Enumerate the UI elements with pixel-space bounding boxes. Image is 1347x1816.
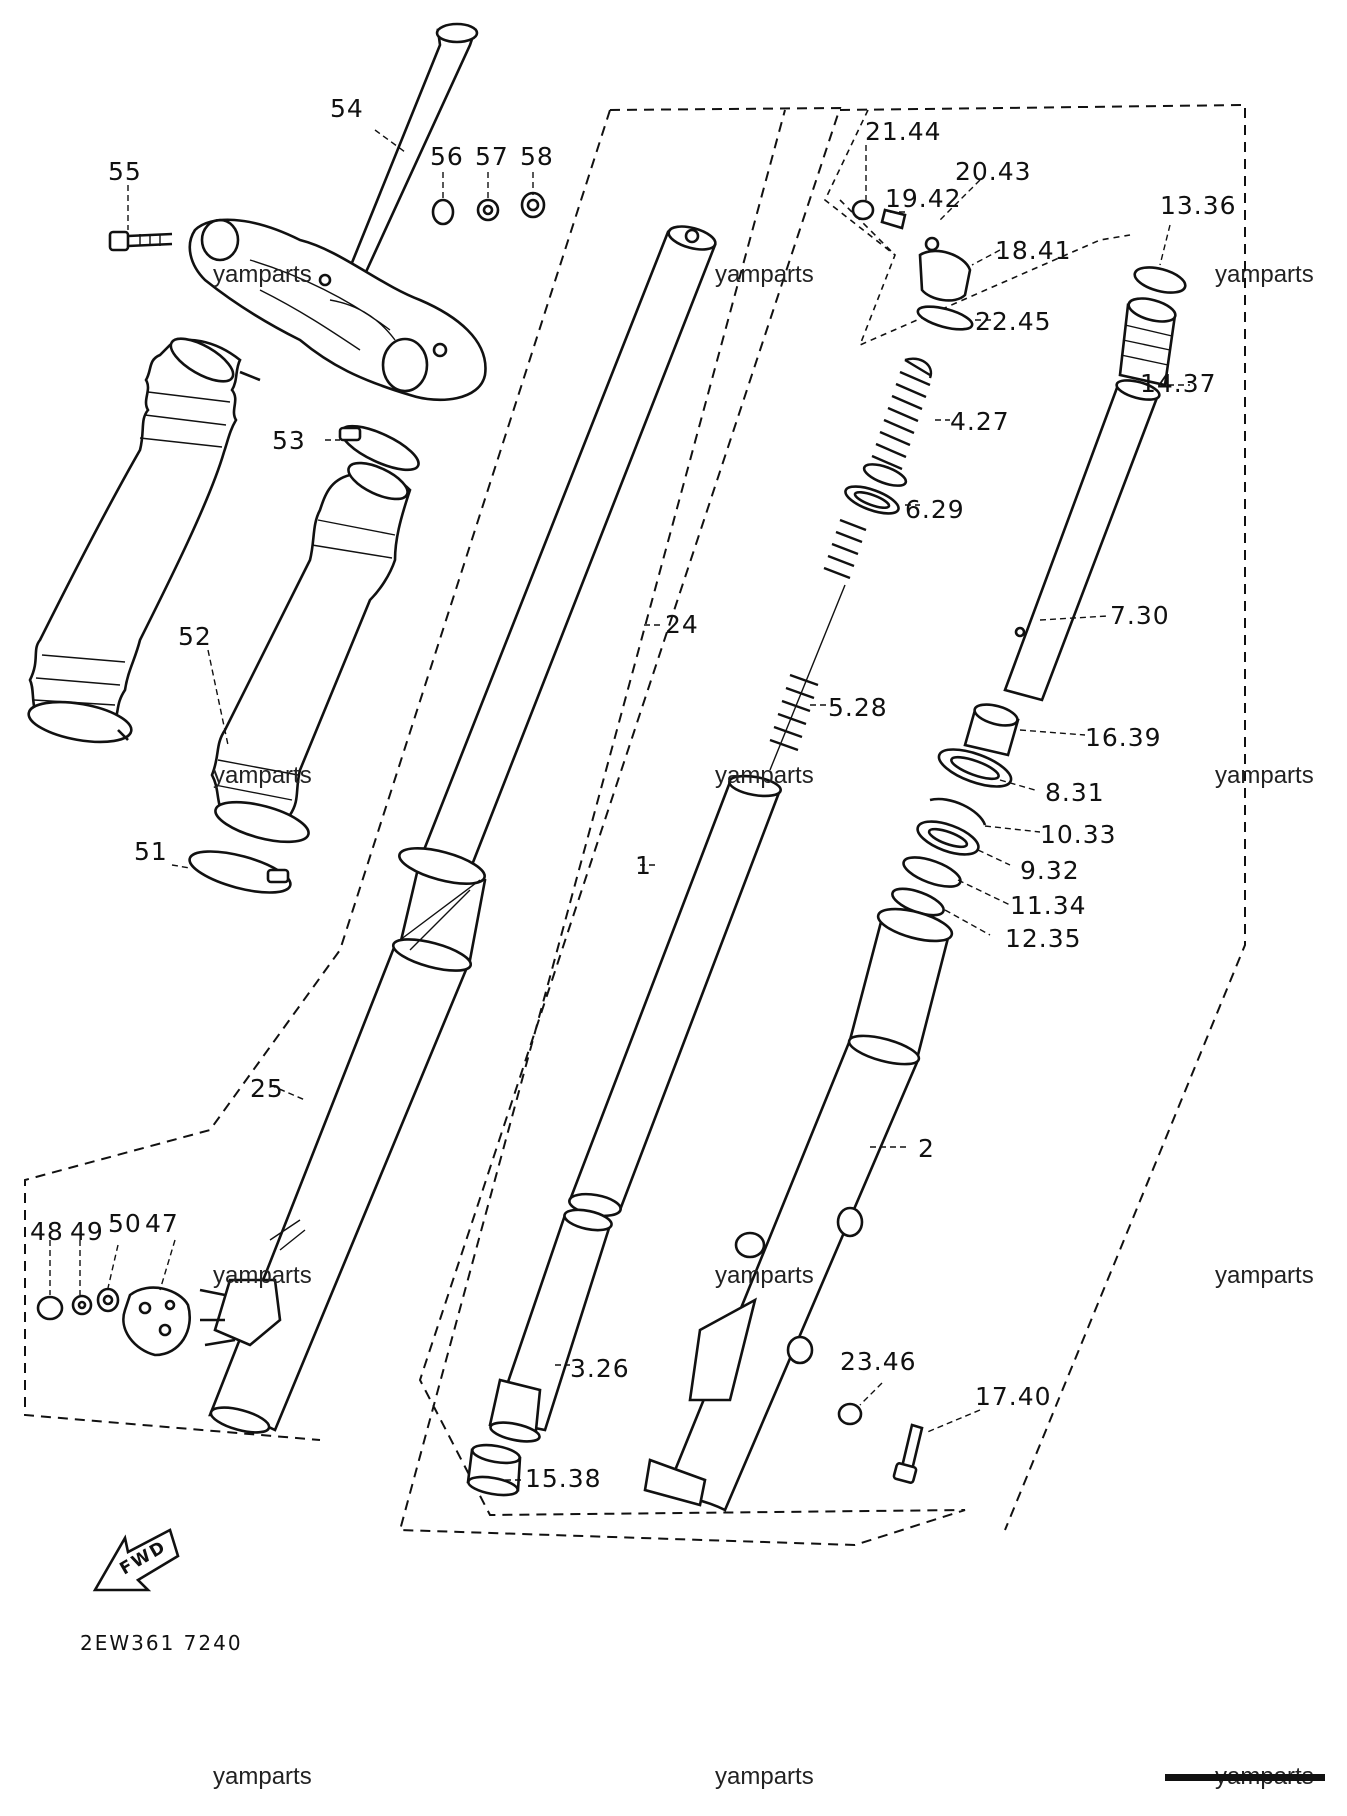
watermark: yamparts — [715, 762, 814, 789]
callout-47: 47 — [145, 1209, 179, 1238]
callout-18-41: 18.41 — [995, 236, 1072, 265]
callout-3-26: 3.26 — [570, 1354, 630, 1383]
callout-labels: 54 55 56 57 58 53 52 51 24 25 1 48 49 50… — [30, 94, 1237, 1493]
callout-58: 58 — [520, 142, 554, 171]
caps-48-49-50-47 — [36, 1286, 191, 1357]
callout-52: 52 — [178, 622, 212, 651]
watermark: yamparts — [715, 1763, 814, 1790]
fork-boot-large — [27, 337, 261, 744]
callout-7-30: 7.30 — [1110, 601, 1170, 630]
watermark: yamparts — [715, 1262, 814, 1289]
callout-49: 49 — [70, 1217, 104, 1246]
callout-10-33: 10.33 — [1040, 820, 1117, 849]
watermark: yamparts — [1215, 1262, 1314, 1289]
fork-spring-4-27 — [862, 357, 933, 487]
callout-12-35: 12.35 — [1005, 924, 1082, 953]
callout-25: 25 — [250, 1074, 284, 1103]
damper-rod — [488, 774, 782, 1443]
nuts-56-57-58 — [431, 191, 546, 226]
assembly-boundary-lines — [24, 103, 1246, 1547]
callout-8-31: 8.31 — [1045, 778, 1105, 807]
leader-lines — [49, 129, 1190, 1481]
fork-tube-right-outer — [643, 907, 954, 1512]
callout-16-39: 16.39 — [1085, 723, 1162, 752]
oil-lock-piece — [466, 1443, 522, 1497]
callout-53: 53 — [272, 426, 306, 455]
callout-24: 24 — [665, 610, 699, 639]
callout-2: 2 — [918, 1134, 935, 1163]
fork-spring-5-28 — [769, 673, 819, 752]
watermark: yamparts — [213, 1262, 312, 1289]
watermark: yamparts — [715, 261, 814, 288]
boot-clamp-51 — [188, 850, 292, 894]
watermarks: yamparts yamparts yamparts yamparts yamp… — [213, 261, 1314, 1790]
scale-bar — [1165, 1774, 1325, 1781]
callout-20-43: 20.43 — [955, 157, 1032, 186]
callout-57: 57 — [475, 142, 509, 171]
callout-22-45: 22.45 — [975, 307, 1052, 336]
boot-clamp-53 — [338, 424, 420, 472]
watermark: yamparts — [1215, 261, 1314, 288]
steering-stem-bracket — [188, 22, 487, 402]
callout-50: 50 — [108, 1209, 142, 1238]
fork-boot-small — [210, 461, 412, 844]
callout-51: 51 — [134, 837, 168, 866]
cap-bolt-parts — [851, 199, 974, 331]
callout-9-32: 9.32 — [1020, 856, 1080, 885]
bolt-55 — [108, 230, 173, 252]
callout-19-42: 19.42 — [885, 184, 962, 213]
callout-48: 48 — [30, 1217, 64, 1246]
seal-stack — [891, 703, 1020, 917]
callout-14-37: 14.37 — [1140, 369, 1217, 398]
watermark: yamparts — [213, 1763, 312, 1790]
callout-5-28: 5.28 — [828, 693, 888, 722]
forward-arrow-icon: FWD — [92, 1528, 180, 1592]
spacer-6-29 — [844, 485, 900, 515]
callout-21-44: 21.44 — [865, 117, 942, 146]
callout-1: 1 — [635, 851, 652, 880]
spring-upper-small — [769, 518, 867, 771]
callout-13-36: 13.36 — [1160, 191, 1237, 220]
watermark: yamparts — [1215, 762, 1314, 789]
callout-4-27: 4.27 — [950, 407, 1010, 436]
watermark: yamparts — [213, 261, 312, 288]
callout-6-29: 6.29 — [905, 495, 965, 524]
callout-55: 55 — [108, 157, 142, 186]
watermark: yamparts — [213, 762, 312, 789]
bolts-23-46-17-40 — [837, 1402, 924, 1484]
callout-17-40: 17.40 — [975, 1382, 1052, 1411]
callout-11-34: 11.34 — [1010, 891, 1087, 920]
callout-15-38: 15.38 — [525, 1464, 602, 1493]
callout-54: 54 — [330, 94, 364, 123]
callout-23-46: 23.46 — [840, 1347, 917, 1376]
left-axle-bracket — [199, 1219, 306, 1347]
fork-tube-right-inner — [1003, 266, 1187, 702]
diagram-code: 2EW361 7240 — [80, 1631, 243, 1655]
callout-56: 56 — [430, 142, 464, 171]
